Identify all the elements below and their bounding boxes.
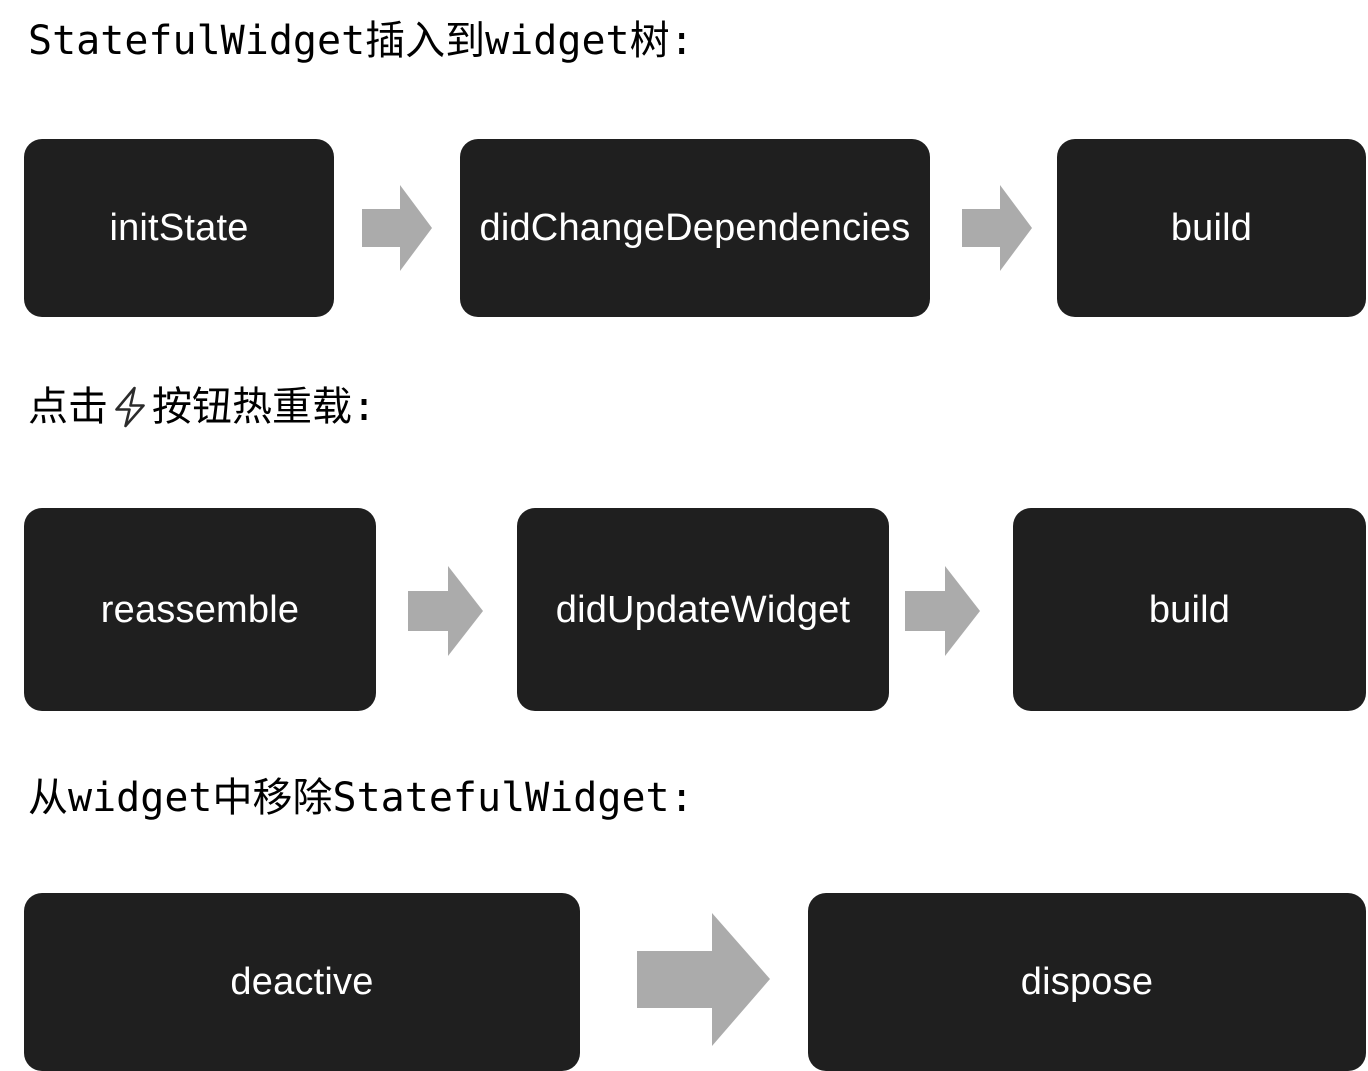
node-reassemble[interactable]: reassemble [24, 508, 376, 711]
node-didupdatewidget[interactable]: didUpdateWidget [517, 508, 889, 711]
node-initstate-label: initState [109, 207, 249, 249]
section-heading-1-text: StatefulWidget插入到widget树: [28, 18, 694, 64]
arrow-right-icon-2b [905, 566, 980, 656]
node-didchangedependencies-label: didChangeDependencies [479, 207, 911, 249]
node-didchangedependencies[interactable]: didChangeDependencies [460, 139, 930, 317]
node-build-2-label: build [1148, 588, 1231, 631]
node-dispose[interactable]: dispose [808, 893, 1366, 1071]
section-heading-3-text: 从widget中移除StatefulWidget: [28, 775, 694, 821]
section-heading-2-prefix: 点击 [28, 384, 108, 430]
node-build-1-label: build [1170, 207, 1253, 249]
section-heading-2: 点击 按钮热重载: [28, 384, 376, 430]
section-heading-2-suffix: 按钮热重载: [152, 384, 377, 430]
node-build-2[interactable]: build [1013, 508, 1366, 711]
arrow-right-icon-2a [408, 566, 483, 656]
section-heading-3: 从widget中移除StatefulWidget: [28, 775, 694, 821]
node-initstate[interactable]: initState [24, 139, 334, 317]
node-reassemble-label: reassemble [100, 588, 300, 631]
section-heading-1: StatefulWidget插入到widget树: [28, 18, 694, 64]
node-didupdatewidget-label: didUpdateWidget [555, 588, 851, 631]
lightning-bolt-icon [110, 385, 150, 429]
node-dispose-label: dispose [1020, 961, 1154, 1003]
node-deactive[interactable]: deactive [24, 893, 580, 1071]
node-build-1[interactable]: build [1057, 139, 1366, 317]
node-deactive-label: deactive [230, 961, 374, 1003]
arrow-right-icon-1a [362, 185, 432, 271]
arrow-right-icon-1b [962, 185, 1032, 271]
arrow-right-icon-3a [637, 913, 770, 1046]
